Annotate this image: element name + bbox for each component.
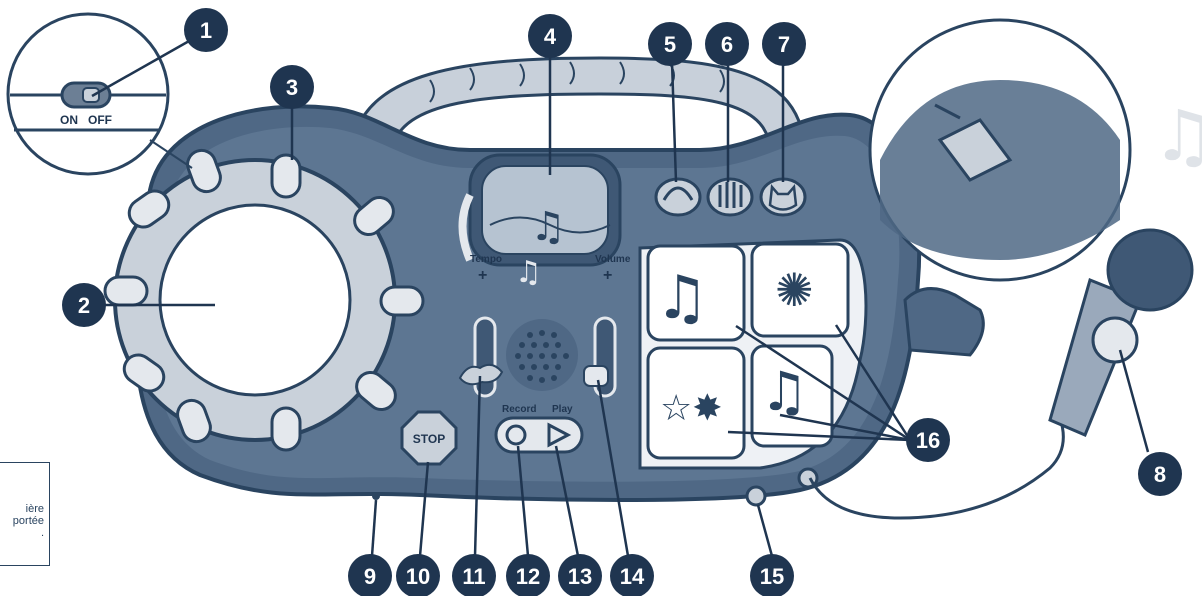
svg-text:♫: ♫: [530, 204, 566, 250]
jog-wheel[interactable]: [103, 146, 425, 452]
pad-music-notes[interactable]: [646, 244, 746, 342]
microphone[interactable]: [808, 228, 1194, 520]
switch-zoom-inset: ON OFF: [6, 12, 193, 176]
speaker-grille: [506, 319, 578, 391]
callout-12: 12: [506, 554, 550, 596]
tempo-arc: [458, 193, 474, 262]
switch-off-label: OFF: [88, 113, 112, 127]
record-play-buttons: [494, 416, 584, 454]
play-button[interactable]: [547, 422, 572, 448]
svg-text:13: 13: [568, 564, 592, 589]
callout-9: 9: [348, 554, 392, 596]
note-text: ière portée .: [12, 503, 44, 539]
volume-plus: +: [603, 267, 612, 284]
svg-text:2: 2: [78, 293, 90, 318]
callout-3: 3: [270, 65, 314, 109]
callout-1: 1: [184, 8, 228, 52]
volume-slider[interactable]: [583, 316, 617, 398]
svg-text:11: 11: [462, 564, 485, 589]
reset-hole[interactable]: [372, 492, 380, 500]
mode-button-cat[interactable]: [759, 177, 807, 217]
splash-icon: ✺: [775, 263, 814, 317]
stars-icon: ☆✸: [660, 388, 722, 429]
record-label: Record: [502, 404, 536, 415]
callout-14: 14: [610, 554, 654, 596]
svg-text:14: 14: [620, 564, 645, 589]
jack-zoom-inset: [868, 18, 1132, 282]
svg-text:5: 5: [664, 32, 676, 57]
svg-text:1: 1: [200, 18, 212, 43]
switch-on-label: ON: [60, 113, 78, 127]
svg-text:3: 3: [286, 75, 298, 100]
callout-11: 11: [452, 554, 496, 596]
record-button[interactable]: [505, 424, 527, 446]
headphone-jack[interactable]: [745, 485, 767, 507]
callout-10: 10: [396, 554, 440, 596]
callout-2: 2: [62, 283, 106, 327]
pad-stars[interactable]: [646, 346, 746, 460]
stop-label: STOP: [413, 432, 445, 446]
svg-text:15: 15: [760, 564, 784, 589]
carry-handle: [350, 56, 807, 152]
svg-text:7: 7: [778, 32, 790, 57]
melody-notes-icon: ♫: [515, 255, 542, 290]
callout-5: 5: [648, 22, 692, 66]
mode-button-piano[interactable]: [706, 177, 754, 217]
tempo-plus: +: [478, 267, 487, 284]
callout-15: 15: [750, 554, 794, 596]
svg-text:9: 9: [364, 564, 376, 589]
callout-16: 16: [906, 418, 950, 462]
sound-pads: ♫ ✺ ☆✸ ♫: [638, 238, 868, 470]
svg-text:4: 4: [544, 24, 557, 49]
callout-markers: 1 2 3 4 5 6 7 8 9 10 11 12 13 14 15 16: [62, 8, 1182, 596]
svg-text:6: 6: [721, 32, 733, 57]
music-notes-icon: ♫: [655, 263, 709, 333]
svg-text:12: 12: [516, 564, 540, 589]
callout-8: 8: [1138, 452, 1182, 496]
svg-text:16: 16: [916, 428, 940, 453]
mic-holder: [903, 287, 985, 357]
pad-splash[interactable]: [750, 242, 850, 338]
animated-display: ♫: [468, 153, 622, 267]
callout-4: 4: [528, 14, 572, 58]
callout-13: 13: [558, 554, 602, 596]
play-label: Play: [552, 404, 573, 415]
music-note-icon: ♫: [1152, 95, 1203, 177]
stop-button[interactable]: STOP: [400, 410, 458, 466]
svg-text:8: 8: [1154, 462, 1166, 487]
callout-leaders: [91, 30, 1150, 557]
volume-label: Volume: [595, 254, 631, 265]
tempo-label: Tempo: [470, 254, 502, 265]
note-icon: ♫: [760, 360, 808, 423]
svg-text:10: 10: [406, 564, 430, 589]
callout-6: 6: [705, 22, 749, 66]
mode-button-headphones[interactable]: [654, 177, 702, 217]
note-box: ière portée .: [0, 462, 50, 566]
callout-7: 7: [762, 22, 806, 66]
